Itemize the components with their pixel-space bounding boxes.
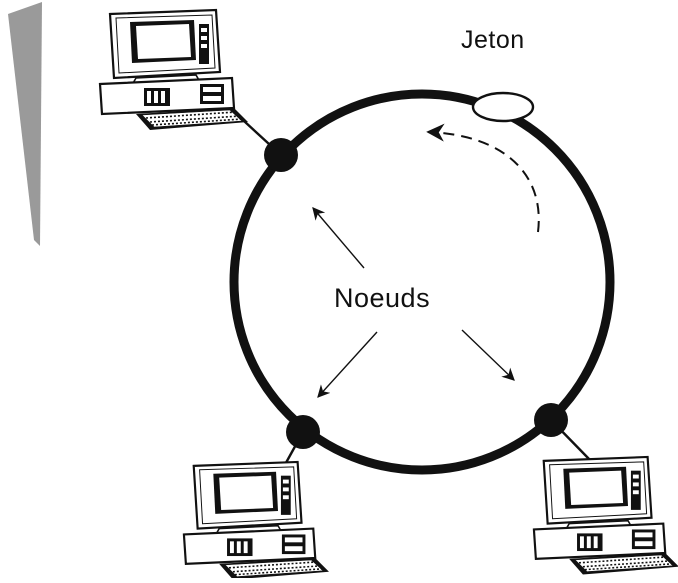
arrow-to-node-bottom-left bbox=[317, 331, 378, 398]
node-top-left bbox=[264, 138, 298, 172]
node-bottom-left bbox=[286, 415, 320, 449]
computer-bottom-left bbox=[182, 460, 331, 581]
token-ellipse bbox=[471, 91, 535, 123]
node-bottom-right bbox=[534, 403, 568, 437]
arrow-to-node-bottom-right bbox=[461, 329, 515, 381]
token-label: Jeton bbox=[461, 26, 525, 54]
arrow-to-node-top-left bbox=[312, 207, 365, 269]
token-ring bbox=[229, 89, 615, 475]
computer-top-left bbox=[98, 8, 250, 132]
edge-shade bbox=[8, 2, 42, 246]
token-motion-arrow bbox=[426, 123, 540, 233]
nodes-label: Noeuds bbox=[334, 283, 431, 313]
computer-bottom-right bbox=[532, 455, 678, 576]
